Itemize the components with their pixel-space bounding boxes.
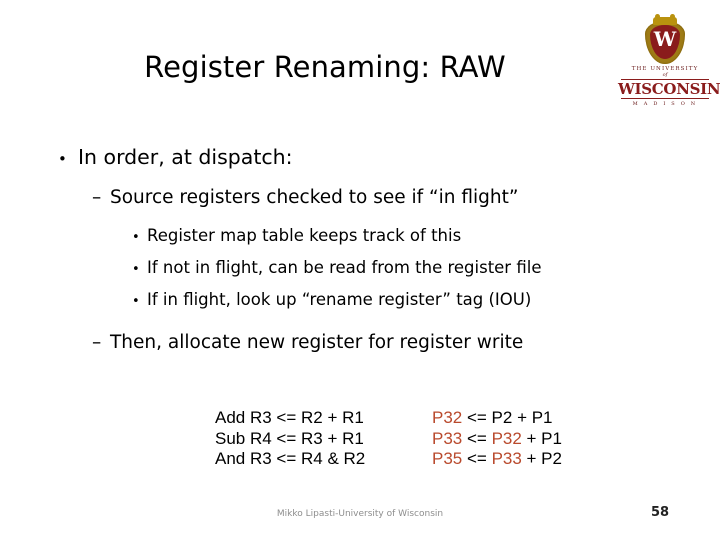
bullet-text: Register map table keeps track of this — [147, 226, 462, 245]
code-text: + P2 — [521, 449, 562, 468]
bullet-item-level1: • In order, at dispatch: — [58, 144, 293, 172]
uw-wordmark: THE UNIVERSITY of WISCONSIN M A D I S O … — [618, 66, 720, 108]
wordmark-rule-bottom — [621, 98, 709, 99]
crest-crown-icon — [653, 14, 677, 25]
bullet-marker-icon: • — [132, 230, 140, 245]
wordmark-university: THE UNIVERSITY — [631, 66, 699, 72]
bullet-marker-icon: • — [132, 262, 140, 277]
uw-crest-icon: W — [618, 14, 712, 66]
bullet-marker-icon: • — [132, 294, 140, 309]
code-row: Sub R4 <= R3 + R1 P33 <= P32 + P1 — [0, 429, 720, 450]
bullet-marker-icon: • — [58, 150, 67, 168]
bullet-text: If not in flight, can be read from the r… — [147, 258, 542, 277]
bullet-item-level3: • If in flight, look up “rename register”… — [132, 289, 531, 313]
wordmark-wisconsin: WISCONSIN — [618, 80, 720, 98]
bullet-text: Source registers checked to see if “in f… — [110, 187, 519, 208]
code-architectural-instruction: Sub R4 <= R3 + R1 — [215, 428, 364, 448]
code-text: <= P2 + P1 — [462, 408, 553, 427]
footer-attribution: Mikko Lipasti-University of Wisconsin — [276, 509, 444, 519]
crest-letter-w: W — [653, 27, 677, 51]
renamed-register-tag: P33 — [491, 449, 522, 468]
renamed-register-tag: P32 — [432, 408, 463, 427]
code-text: + P1 — [521, 428, 562, 448]
code-text: <= — [462, 428, 492, 448]
renamed-register-tag: P35 — [432, 449, 463, 468]
uw-madison-logo: W THE UNIVERSITY of WISCONSIN M A D I S … — [618, 14, 720, 107]
renamed-register-tag: P32 — [491, 428, 522, 448]
dash-marker-icon: – — [92, 187, 102, 208]
code-text: <= — [462, 449, 492, 468]
bullet-item-level3: • Register map table keeps track of this — [132, 225, 461, 249]
bullet-text: Then, allocate new register for register… — [110, 332, 524, 353]
bullet-item-level2: –Then, allocate new register for registe… — [92, 331, 523, 355]
code-renamed-instruction: P32 <= P2 + P1 — [432, 408, 553, 429]
bullet-text: If in flight, look up “rename register” … — [147, 290, 532, 309]
page-title: Register Renaming: RAW — [144, 50, 506, 84]
bullet-item-level2: –Source registers checked to see if “in … — [92, 186, 519, 210]
wordmark-of: of — [662, 72, 668, 78]
bullet-item-level3: • If not in flight, can be read from the … — [132, 257, 541, 281]
wordmark-madison: M A D I S O N — [632, 101, 698, 107]
code-architectural-instruction: And R3 <= R4 & R2 — [215, 449, 366, 468]
code-renamed-instruction: P35 <= P33 + P2 — [432, 449, 562, 470]
dash-marker-icon: – — [92, 332, 102, 353]
code-architectural-instruction: Add R3 <= R2 + R1 — [215, 408, 364, 427]
page-number: 58 — [650, 505, 670, 520]
code-row: Add R3 <= R2 + R1 P32 <= P2 + P1 — [0, 408, 720, 429]
renamed-register-tag: P33 — [432, 428, 463, 448]
code-renamed-instruction: P33 <= P32 + P1 — [432, 429, 562, 450]
bullet-text: In order, at dispatch: — [78, 145, 293, 169]
code-row: And R3 <= R4 & R2 P35 <= P33 + P2 — [0, 449, 720, 470]
wordmark-rule-top — [621, 79, 709, 80]
